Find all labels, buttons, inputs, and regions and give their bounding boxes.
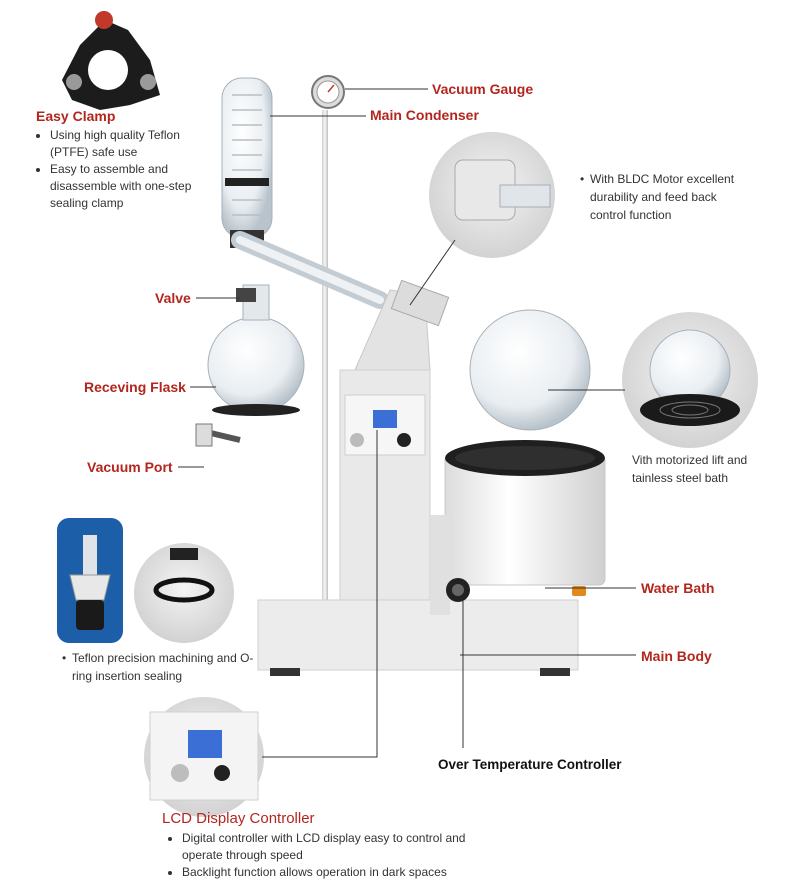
vacuum-port-label: Vacuum Port <box>87 459 173 475</box>
easy-clamp-image <box>62 11 160 110</box>
lcd-controller-image <box>144 697 264 817</box>
water-bath-label: Water Bath <box>641 580 715 596</box>
vacuum-gauge-image <box>311 75 345 109</box>
teflon-part-image <box>57 518 123 643</box>
lcd-point-1: Digital controller with LCD display easy… <box>182 830 478 864</box>
motor-detail-image <box>429 132 555 258</box>
oring-detail-image <box>134 543 234 643</box>
evaporating-flask-image <box>390 279 591 431</box>
lcd-controller-points: Digital controller with LCD display easy… <box>168 830 478 881</box>
lcd-controller-title: LCD Display Controller <box>162 810 315 827</box>
main-condenser-label: Main Condenser <box>370 107 479 123</box>
motor-note: •With BLDC Motor excellent durability an… <box>580 172 735 222</box>
over-temperature-controller-label: Over Temperature Controller <box>438 757 622 772</box>
receiving-flask-image <box>207 284 305 416</box>
main-body-label: Main Body <box>641 648 712 664</box>
teflon-note: •Teflon precision machining and O-ring i… <box>62 651 254 683</box>
lcd-point-2: Backlight function allows operation in d… <box>182 864 478 881</box>
easy-clamp-point-1: Using high quality Teflon (PTFE) safe us… <box>50 127 206 161</box>
easy-clamp-title: Easy Clamp <box>36 108 116 124</box>
vacuum-gauge-label: Vacuum Gauge <box>432 81 534 97</box>
lift-bath-detail-image <box>622 312 758 448</box>
water-bath-image <box>430 440 606 615</box>
leader-lines <box>178 88 636 758</box>
lift-note: Vith motorized lift and tainless steel b… <box>632 453 748 485</box>
teflon-note-text: Teflon precision machining and O-ring in… <box>72 651 254 683</box>
receiving-flask-label: Receving Flask <box>84 379 186 395</box>
main-condenser-image <box>221 77 273 248</box>
valve-label: Valve <box>155 290 191 306</box>
easy-clamp-point-2: Easy to assemble and disassemble with on… <box>50 161 206 212</box>
motor-note-text: With BLDC Motor excellent durability and… <box>590 172 735 222</box>
easy-clamp-points: Using high quality Teflon (PTFE) safe us… <box>36 127 206 212</box>
